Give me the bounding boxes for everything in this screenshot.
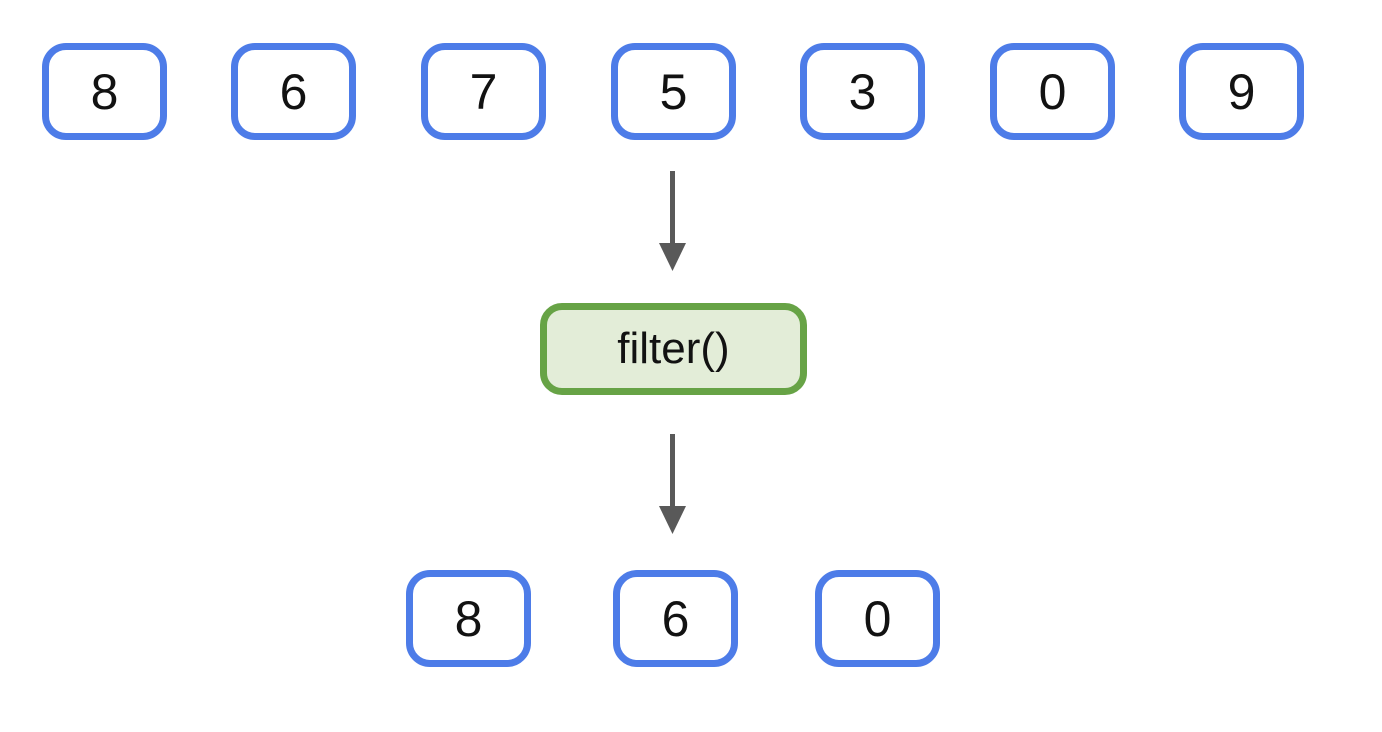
- filter-function-box: filter(): [540, 303, 807, 395]
- input-value-box: 9: [1179, 43, 1304, 140]
- output-value-box: 8: [406, 570, 531, 667]
- down-arrow-icon: [659, 434, 686, 534]
- input-value-box: 0: [990, 43, 1115, 140]
- input-value-box: 7: [421, 43, 546, 140]
- input-value-box: 8: [42, 43, 167, 140]
- down-arrow-icon: [659, 171, 686, 271]
- input-value-box: 5: [611, 43, 736, 140]
- output-value-box: 0: [815, 570, 940, 667]
- input-value-box: 6: [231, 43, 356, 140]
- input-value-box: 3: [800, 43, 925, 140]
- output-value-box: 6: [613, 570, 738, 667]
